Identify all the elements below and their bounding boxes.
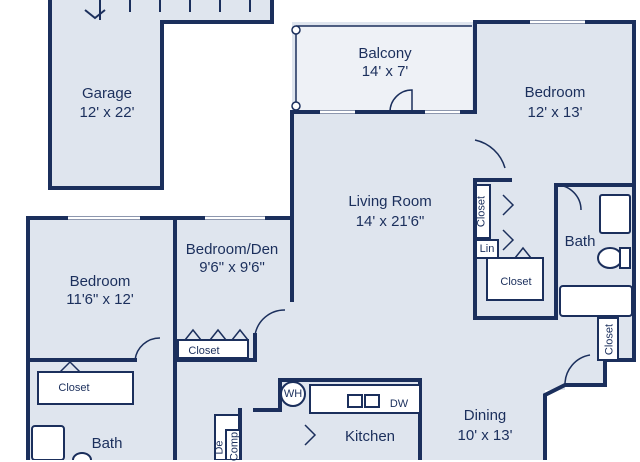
- windows: [68, 20, 585, 220]
- tub-left: [31, 425, 65, 460]
- toilet-right: [597, 247, 623, 269]
- closet-right-label: Closet: [500, 276, 532, 288]
- water-heater: [280, 381, 306, 407]
- water-heater-label: WH: [283, 388, 303, 400]
- fixtures: [31, 184, 633, 460]
- living-room-label: Living Room: [348, 193, 432, 210]
- bath-left-label: Bath: [91, 435, 123, 452]
- stair-detail: [84, 0, 251, 20]
- desk-inner: [225, 429, 241, 460]
- balcony-rails: [291, 25, 472, 113]
- kitchen-label: Kitchen: [344, 428, 396, 445]
- tub-right: [559, 285, 633, 317]
- toilet-tank-right: [619, 247, 631, 269]
- bedroom-left-label: Bedroom: [69, 273, 131, 290]
- closet-left-label: Closet: [58, 382, 90, 394]
- dining-dims: 10' x 13': [457, 427, 513, 444]
- balcony-dims: 14' x 7': [361, 63, 409, 80]
- garage-dims: 12' x 22': [79, 104, 135, 121]
- closet-left-box: [37, 371, 134, 405]
- toilet-left: [72, 452, 92, 460]
- sink-kitchen-a: [347, 394, 363, 408]
- sink-kitchen-b: [364, 394, 380, 408]
- closet-den-label: Closet: [188, 345, 220, 357]
- computer-desk-label: Comp: [228, 431, 241, 462]
- closet-vertical-label: Closet: [475, 195, 488, 228]
- door-swings: [134, 139, 591, 386]
- closet-far-right-label: Closet: [603, 323, 616, 356]
- closet-right-box: [486, 257, 544, 301]
- closet-den-box: [177, 339, 249, 359]
- bedroom-den-label: Bedroom/Den: [185, 241, 279, 258]
- closet-right-vertical: [475, 184, 491, 239]
- sink-right: [599, 194, 631, 234]
- dishwasher-label: DW: [389, 398, 409, 410]
- upper-floor-strip: [162, 0, 272, 20]
- garage-floor: [50, 0, 162, 188]
- balcony-label: Balcony: [358, 45, 412, 62]
- living-room-dims: 14' x 21'6": [355, 213, 425, 230]
- balcony-floor: [296, 26, 472, 112]
- closet-far-right: [597, 317, 619, 361]
- dining-label: Dining: [463, 407, 507, 424]
- bedroom-right-label: Bedroom: [524, 84, 586, 101]
- bedroom-den-dims: 9'6" x 9'6": [199, 259, 265, 276]
- linen-label: Lin: [479, 243, 495, 255]
- bath-right-label: Bath: [564, 233, 596, 250]
- bedroom-right-dims: 12' x 13': [527, 104, 583, 121]
- closet-door-marks: [59, 194, 532, 446]
- desk-fragment-label: De: [213, 440, 226, 455]
- garage-label: Garage: [81, 85, 133, 102]
- bedroom-left-dims: 11'6" x 12': [66, 291, 134, 308]
